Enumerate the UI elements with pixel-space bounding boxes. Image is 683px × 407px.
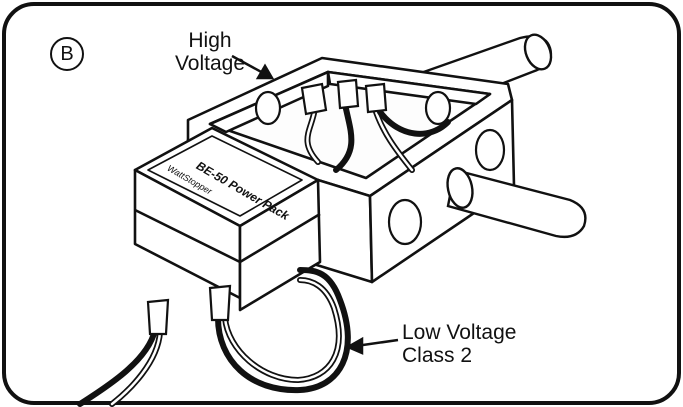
high-voltage-line-2: Voltage — [174, 51, 246, 75]
low-voltage-line-2: Class 2 — [402, 343, 473, 367]
power-pack — [133, 126, 322, 312]
low-voltage-label: Low Voltage Class 2 — [402, 321, 517, 367]
low-voltage-wire-nuts — [146, 284, 232, 336]
low-voltage-wires — [77, 267, 351, 407]
conduit-pipe-front — [446, 167, 587, 239]
figure-badge: B — [50, 37, 84, 71]
box-wires — [304, 101, 451, 173]
low-voltage-line-1: Low Voltage — [402, 321, 517, 344]
high-voltage-arrow — [231, 54, 266, 76]
box-wire-nuts — [300, 78, 388, 116]
high-voltage-line-1: High — [188, 29, 232, 52]
high-voltage-label: High Voltage — [165, 29, 255, 75]
knockouts — [254, 90, 506, 246]
leader-arrows — [231, 54, 399, 355]
